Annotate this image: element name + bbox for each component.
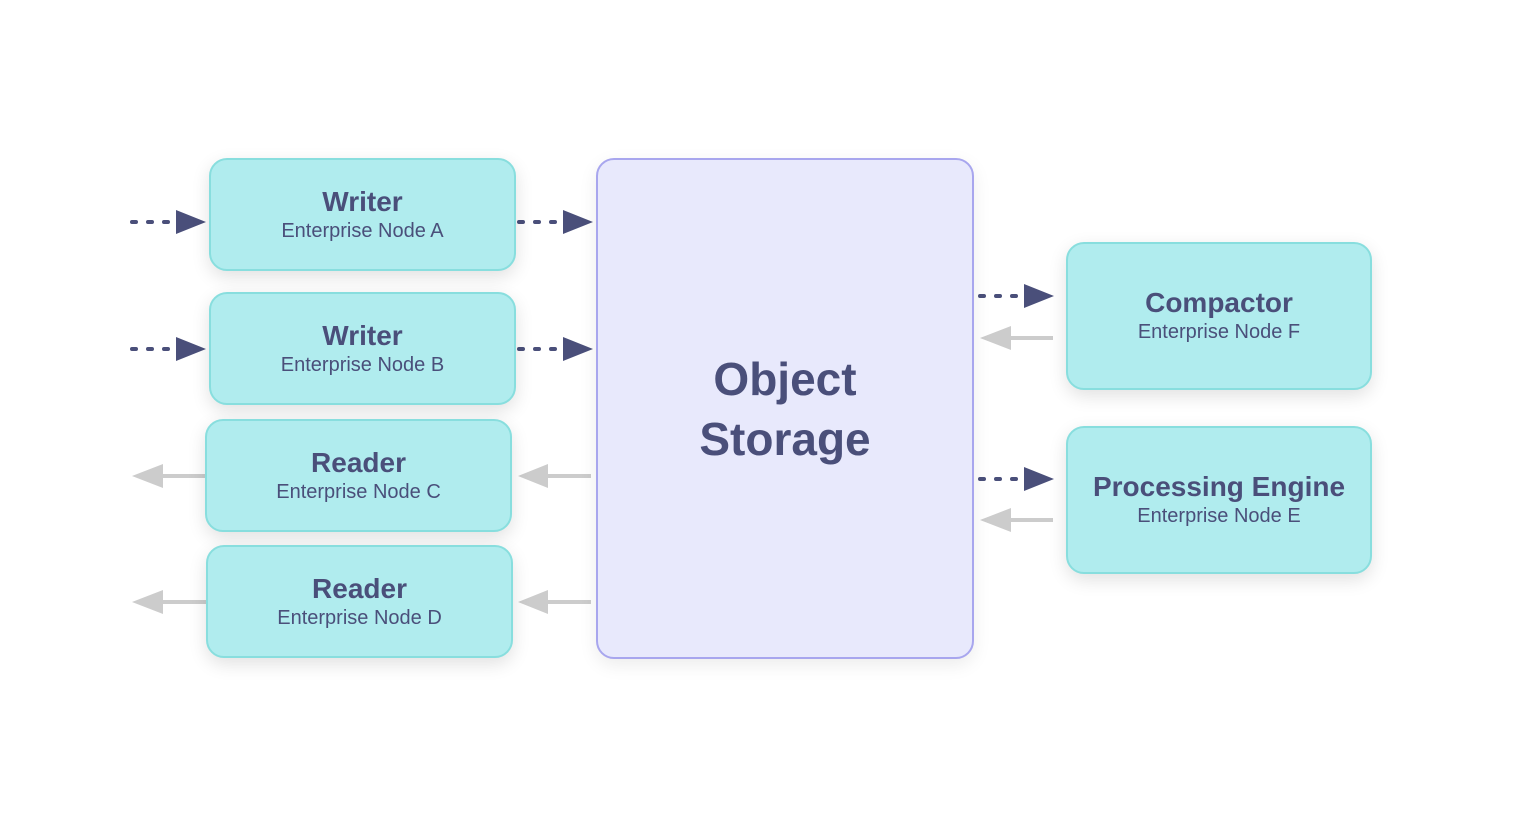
processing-engine-node-e: Processing Engine Enterprise Node E [1066,426,1372,574]
node-name-label: Enterprise Node C [276,480,441,503]
reader-node-c: Reader Enterprise Node C [205,419,512,532]
compactor-node-f: Compactor Enterprise Node F [1066,242,1372,390]
node-role-label: Writer [322,319,403,351]
writer-node-b: Writer Enterprise Node B [209,292,516,405]
read-arrow-out-of-reader-c [132,464,206,488]
node-name-label: Enterprise Node E [1137,505,1301,527]
write-arrow-into-writer-b [130,337,206,361]
node-name-label: Enterprise Node B [280,353,445,376]
node-role-label: Reader [311,446,406,478]
write-arrow-writer-b-to-storage [517,337,593,361]
read-arrow-storage-to-reader-d [518,590,591,614]
writer-node-a: Writer Enterprise Node A [209,158,516,271]
reader-node-d: Reader Enterprise Node D [206,545,513,658]
write-arrow-writer-a-to-storage [517,210,593,234]
node-role-label: Reader [312,572,407,604]
read-arrow-storage-to-reader-c [518,464,591,488]
node-name-label: Enterprise Node D [277,606,442,629]
node-role-label: Compactor [1145,287,1293,318]
object-storage-title: Object Storage [699,352,871,465]
write-arrow-storage-to-compactor [978,284,1054,308]
object-storage: Object Storage [596,158,974,659]
read-arrow-processing-engine-to-storage [980,508,1053,532]
node-name-label: Enterprise Node A [281,219,444,242]
write-arrow-into-writer-a [130,210,206,234]
node-role-label: Writer [322,185,403,217]
read-arrow-compactor-to-storage [980,326,1053,350]
read-arrow-out-of-reader-d [132,590,206,614]
write-arrow-storage-to-processing-engine [978,467,1054,491]
node-name-label: Enterprise Node F [1137,321,1301,343]
node-role-label: Processing Engine [1092,471,1346,502]
